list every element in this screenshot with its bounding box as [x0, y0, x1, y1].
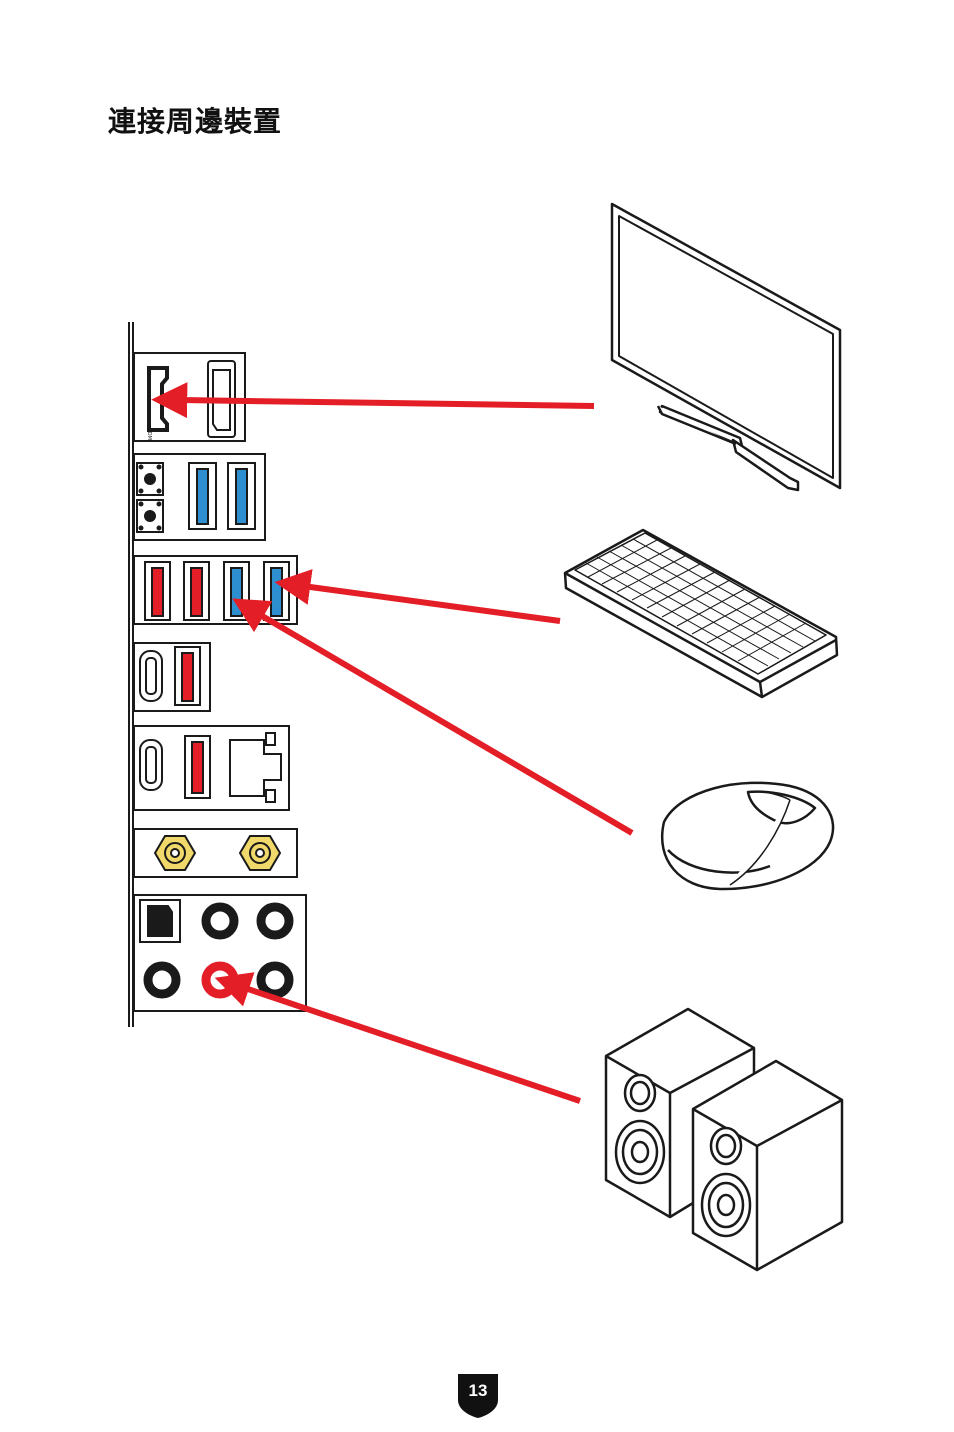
mouse-icon: [662, 783, 833, 889]
audio-jack-line-out[interactable]: [206, 966, 234, 994]
arrow-keyboard-to-usb: [303, 586, 560, 621]
usb-c-port[interactable]: [140, 651, 162, 701]
usb-port-red[interactable]: [145, 562, 170, 620]
usb-port-red[interactable]: [184, 562, 209, 620]
arrow-speakers-to-audio: [242, 987, 580, 1101]
arrow-mouse-to-usb: [257, 613, 632, 833]
usb-port-blue[interactable]: [189, 463, 216, 529]
hdmi-port[interactable]: HDMI: [146, 368, 167, 441]
keyboard-icon: [565, 530, 837, 697]
usb-port-blue[interactable]: [224, 562, 249, 620]
page-number: 13: [458, 1381, 498, 1401]
audio-jack[interactable]: [261, 907, 289, 935]
monitor-icon: [612, 204, 840, 490]
wifi-antenna-connector[interactable]: [155, 836, 195, 870]
optical-spdif-port[interactable]: [140, 900, 180, 942]
audio-jack[interactable]: [148, 966, 176, 994]
flash-bios-button[interactable]: [137, 500, 163, 532]
usb-port-red[interactable]: [185, 736, 210, 798]
svg-text:HDMI: HDMI: [146, 428, 152, 441]
audio-jack[interactable]: [206, 907, 234, 935]
usb-port-blue[interactable]: [228, 463, 255, 529]
usb-port-red[interactable]: [175, 647, 200, 705]
rear-io-panel: HDMI: [129, 322, 306, 1027]
usb-c-port[interactable]: [140, 740, 162, 790]
audio-jack[interactable]: [261, 966, 289, 994]
wifi-antenna-connector[interactable]: [240, 836, 280, 870]
usb-port-blue[interactable]: [264, 562, 289, 620]
clear-cmos-button[interactable]: [137, 463, 163, 495]
speakers-icon: [606, 1009, 842, 1270]
lan-port[interactable]: [230, 733, 281, 802]
